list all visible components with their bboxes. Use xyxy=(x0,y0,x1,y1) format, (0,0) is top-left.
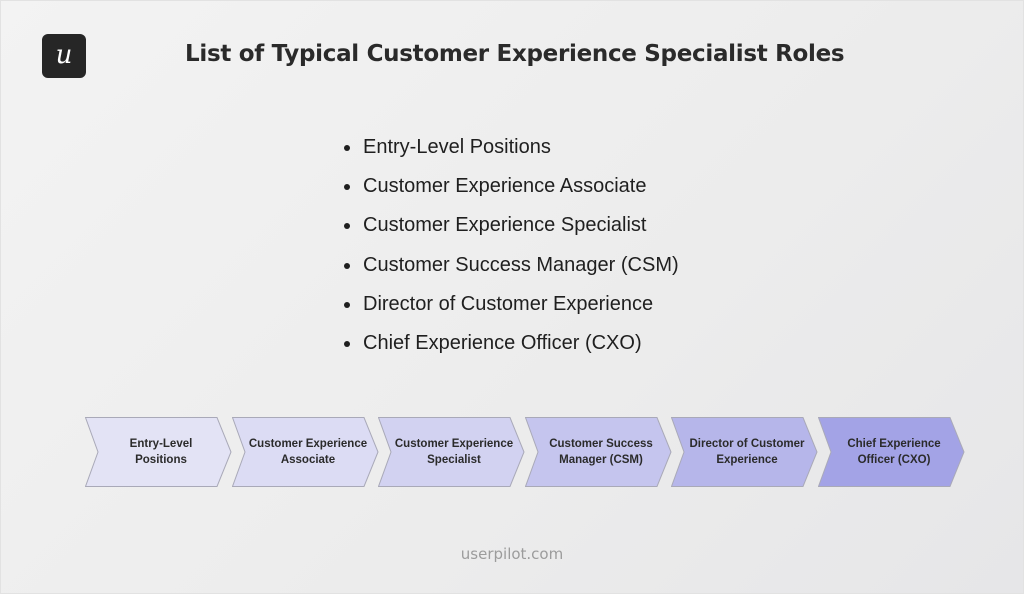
page-title: List of Typical Customer Experience Spec… xyxy=(185,41,845,67)
userpilot-logo: u xyxy=(42,34,86,78)
step-label-line1: Director of Customer xyxy=(689,438,805,450)
chevron-shape-icon xyxy=(671,417,818,487)
logo-letter: u xyxy=(55,39,73,70)
step-label-line2: Officer (CXO) xyxy=(857,454,931,466)
step-label-line2: Specialist xyxy=(427,454,481,466)
list-item: Director of Customer Experience xyxy=(340,290,679,329)
step-label-line2: Manager (CSM) xyxy=(559,454,643,466)
step-label-line2: Associate xyxy=(280,454,336,466)
step-label-line1: Customer Success xyxy=(549,438,653,450)
chevron-shape-icon xyxy=(525,417,672,487)
footer-source: userpilot.com xyxy=(460,545,564,563)
chevron-shape-icon xyxy=(232,417,379,487)
chevron-shape-icon xyxy=(378,417,525,487)
step-label-line1: Customer Experience xyxy=(248,438,368,450)
step-label-line2: Positions xyxy=(135,454,187,466)
chevron-shape-icon xyxy=(85,417,232,487)
list-item: Customer Experience Specialist xyxy=(340,211,679,250)
list-item: Entry-Level Positions xyxy=(340,133,679,172)
step-label-line2: Experience xyxy=(716,454,778,466)
step-label-line1: Chief Experience xyxy=(847,438,941,450)
step-label-line1: Entry-Level xyxy=(129,438,193,450)
list-item: Customer Experience Associate xyxy=(340,172,679,211)
chevron-shape-icon xyxy=(818,417,965,487)
list-item: Customer Success Manager (CSM) xyxy=(340,251,679,290)
roles-bullet-list: Entry-Level Positions Customer Experienc… xyxy=(340,133,679,368)
step-label-line1: Customer Experience xyxy=(394,438,514,450)
list-item: Chief Experience Officer (CXO) xyxy=(340,329,679,368)
